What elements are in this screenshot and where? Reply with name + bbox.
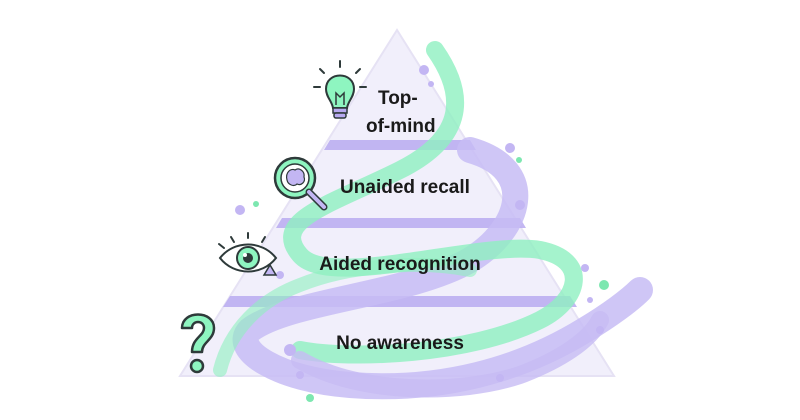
dot <box>581 264 589 272</box>
dot <box>284 344 296 356</box>
magnifier-brain-icon <box>273 156 328 211</box>
dot <box>515 200 525 210</box>
eye-icon <box>218 232 278 276</box>
swirl-green-lower <box>213 258 477 377</box>
tier-label-line: of-mind <box>366 116 436 137</box>
dot <box>296 371 304 379</box>
dot <box>516 157 522 163</box>
tier-label-top-of-mind: Top- of-mind <box>366 88 436 137</box>
decorative-swirls <box>213 41 653 400</box>
dot <box>253 201 259 207</box>
dot <box>596 326 604 334</box>
decorative-dots <box>235 65 609 402</box>
lightbulb-icon <box>313 60 367 119</box>
dot <box>599 280 609 290</box>
dot <box>235 205 245 215</box>
dot <box>587 297 593 303</box>
tier-separator-1 <box>324 140 476 150</box>
dot <box>428 81 434 87</box>
dot <box>276 271 284 279</box>
tier-label-unaided-recall: Unaided recall <box>340 177 470 198</box>
tier-label-no-awareness: No awareness <box>336 333 464 354</box>
dot <box>496 374 504 382</box>
dot <box>306 394 314 402</box>
tier-separator-2 <box>276 218 526 228</box>
dot <box>505 143 515 153</box>
tier-label-aided-recognition: Aided recognition <box>319 254 481 275</box>
tier-label-line: Top- <box>378 88 418 109</box>
dot <box>419 65 429 75</box>
question-mark-icon <box>180 313 216 374</box>
